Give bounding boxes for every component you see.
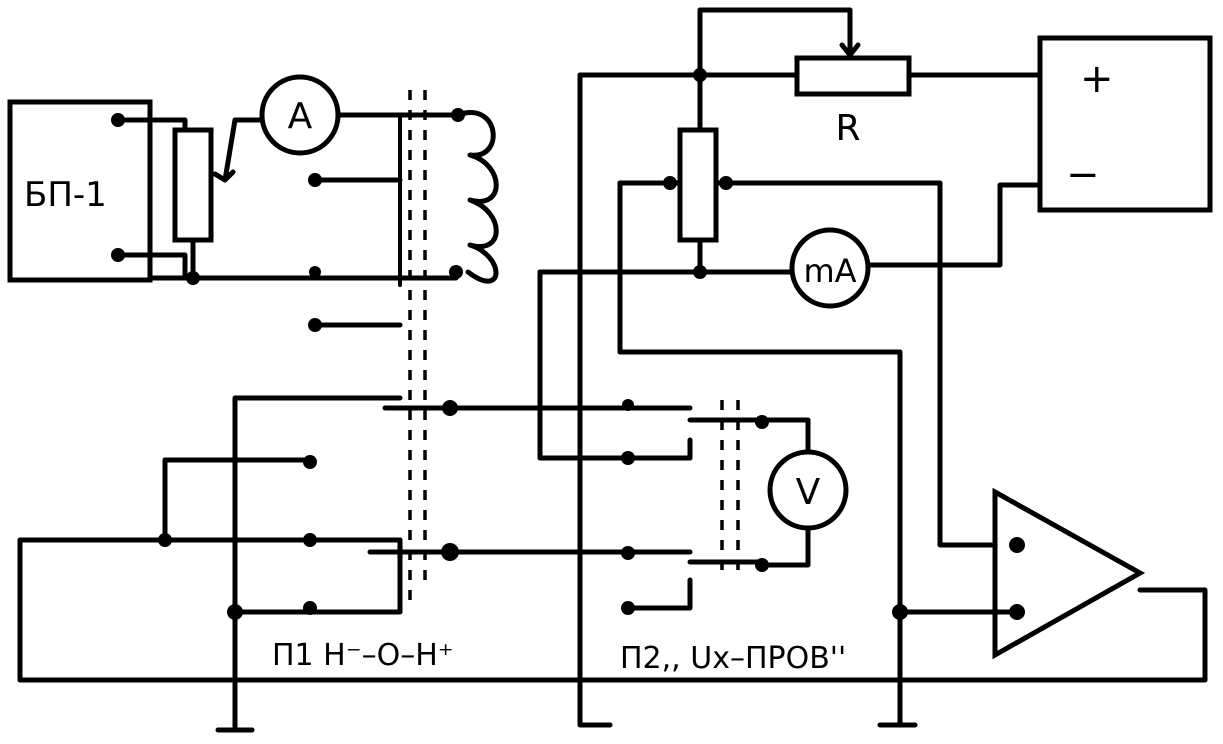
resistor-label: R (835, 108, 860, 149)
potentiometer-2 (617, 72, 1018, 548)
switch-p2-label: П2,, Uх–ПРОВ'' (620, 641, 846, 676)
power-supply-bp1: БП-1 (7, 99, 153, 283)
switch-p2: П2,, Uх–ПРОВ'' (447, 399, 846, 676)
ammeter-symbol: A (288, 96, 313, 137)
power-supply-label: БП-1 (24, 175, 107, 215)
source-minus: − (1066, 152, 1100, 198)
ammeter: A (259, 74, 341, 156)
switch-p1-label: П1 Н⁻–О–Н⁺ (272, 638, 454, 673)
bp1-terminals (111, 113, 188, 281)
op-amp (892, 487, 1146, 660)
potentiometer-1 (172, 117, 265, 281)
variable-resistor-r: R (577, 7, 1043, 149)
dc-source: + − (1037, 35, 1213, 213)
inductor-coil (449, 108, 499, 284)
voltmeter-symbol: V (796, 472, 821, 513)
voltmeter: V (757, 417, 849, 568)
source-plus: + (1080, 56, 1114, 102)
milliammeter-symbol: mA (803, 252, 856, 290)
